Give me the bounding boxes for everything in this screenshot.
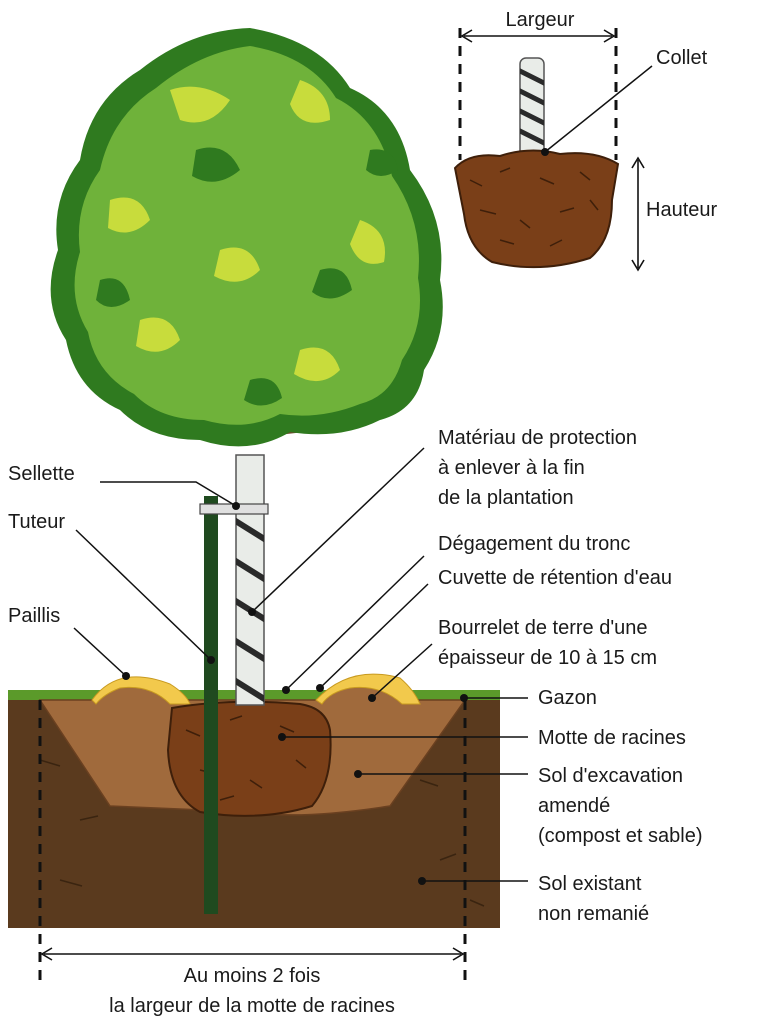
label-degagement: Dégagement du tronc — [438, 533, 630, 555]
tree-illustration — [50, 28, 443, 914]
canopy-shadows — [96, 147, 398, 406]
label-sol-existant-line1: Sol existant — [538, 873, 642, 895]
mulch-left — [91, 676, 191, 705]
trunk — [235, 454, 265, 706]
tuteur-leader — [75, 529, 212, 661]
label-largeur-trou-line2: la largeur de la motte de racines — [109, 995, 395, 1017]
leader-dots — [122, 502, 468, 885]
mulch-right — [315, 673, 421, 705]
inset-rootball-illustration — [453, 28, 653, 272]
label-paillis: Paillis — [8, 605, 60, 627]
label-collet: Collet — [656, 47, 708, 69]
materiau-leader — [251, 447, 425, 613]
label-sol-excavation-line3: (compost et sable) — [538, 825, 703, 847]
label-largeur: Largeur — [506, 9, 575, 31]
collet-leader — [544, 65, 653, 153]
label-motte: Motte de racines — [538, 727, 686, 749]
ground-cross-section — [8, 673, 500, 980]
rootball — [166, 700, 332, 817]
label-sellette: Sellette — [8, 463, 75, 485]
label-sol-excavation-line1: Sol d'excavation — [538, 765, 683, 787]
label-tuteur: Tuteur — [8, 511, 65, 533]
label-sol-excavation-line2: amendé — [538, 795, 610, 817]
label-materiau-line1: Matériau de protection — [438, 427, 637, 449]
leader-lines — [73, 447, 528, 882]
bourrelet-leader — [371, 643, 433, 699]
label-sol-existant-line2: non remanié — [538, 903, 649, 925]
label-bourrelet-line1: Bourrelet de terre d'une — [438, 617, 648, 639]
label-hauteur: Hauteur — [646, 199, 717, 221]
sellette-leader — [100, 481, 237, 507]
stake — [204, 496, 218, 914]
cuvette-leader — [319, 583, 429, 689]
label-cuvette: Cuvette de rétention d'eau — [438, 567, 672, 589]
label-materiau-line3: de la plantation — [438, 487, 574, 509]
inset-trunk-wrap — [520, 68, 544, 146]
label-gazon: Gazon — [538, 687, 597, 709]
degagement-leader — [285, 555, 425, 691]
label-largeur-trou-line1: Au moins 2 fois — [184, 965, 321, 987]
label-materiau-line2: à enlever à la fin — [438, 457, 585, 479]
label-bourrelet-line2: épaisseur de 10 à 15 cm — [438, 647, 657, 669]
inset-rootball — [453, 149, 620, 269]
paillis-leader — [73, 627, 127, 677]
